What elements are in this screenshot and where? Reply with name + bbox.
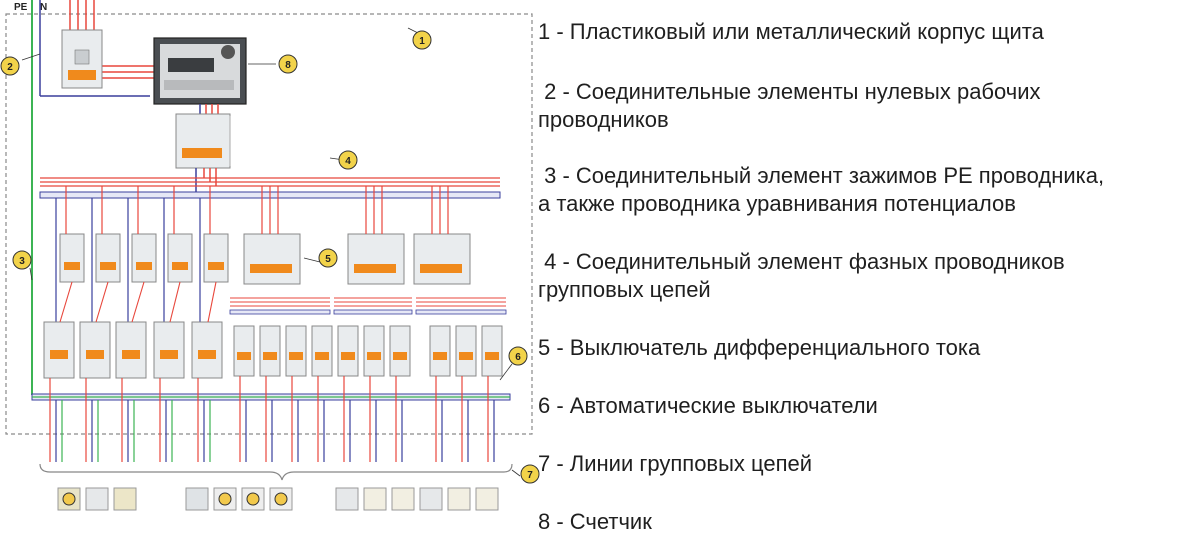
- legend-line: 7 - Линии групповых цепей: [538, 451, 813, 476]
- legend-item-5: 5 - Выключатель дифференциального тока: [538, 334, 980, 362]
- legend-item-7: 7 - Линии групповых цепей: [538, 450, 812, 478]
- lower-breakers: [43, 321, 503, 379]
- legend-item-3: 3 - Соединительный элемент зажимов PE пр…: [538, 162, 1104, 218]
- callout-number: 7: [527, 470, 533, 481]
- cabinet-frame: [5, 13, 533, 435]
- callout-circle: [0, 56, 20, 76]
- legend-item-4: 4 - Соединительный элемент фазных провод…: [538, 248, 1065, 304]
- callout-number: 4: [345, 156, 351, 167]
- callout-circle: [338, 150, 358, 170]
- group-neutral-buses: [229, 309, 507, 315]
- group-rcds: [243, 233, 471, 285]
- callout-circle: [412, 30, 432, 50]
- meter-to-rcd-wires: [199, 104, 219, 114]
- legend-line: 3 - Соединительный элемент зажимов PE пр…: [538, 163, 1105, 188]
- callout-circle: [278, 54, 298, 74]
- callout-circle: [520, 464, 540, 484]
- incoming-phases: [69, 0, 155, 79]
- legend-line: групповых цепей: [538, 277, 711, 302]
- legend-line: 8 - Счетчик: [538, 509, 652, 534]
- group-lines-brace: [39, 463, 513, 481]
- wiring-diagram: PE N: [0, 0, 540, 511]
- callout-number: 3: [19, 256, 25, 267]
- pe-label: PE: [14, 2, 28, 13]
- callout-number: 8: [285, 60, 291, 71]
- main-rcd: [175, 113, 231, 169]
- electricity-meter: [153, 37, 247, 105]
- main-breaker: [61, 29, 103, 89]
- legend-line: 4 - Соединительный элемент фазных провод…: [538, 249, 1065, 274]
- outgoing-lines: [49, 376, 495, 462]
- callout-leaders: [21, 27, 521, 477]
- callout-number: 1: [419, 36, 425, 47]
- group-phase-buses: [230, 297, 506, 307]
- legend-item-2: 2 - Соединительные элементы нулевых рабо…: [538, 78, 1041, 134]
- callout-number: 2: [7, 62, 13, 73]
- legend-item-6: 6 - Автоматические выключатели: [538, 392, 878, 420]
- wires-to-group-rcds: [261, 186, 449, 234]
- phase-busbars: [40, 177, 500, 187]
- callout-circle: [318, 248, 338, 268]
- callout-number: 5: [325, 254, 331, 265]
- legend: 1 - Пластиковый или металлический корпус…: [538, 0, 1200, 537]
- callout-circle: [508, 346, 528, 366]
- legend-line: 1 - Пластиковый или металлический корпус…: [538, 19, 1044, 44]
- upper-breakers: [59, 233, 229, 283]
- load-icons: [57, 487, 499, 511]
- callout-circle: [12, 250, 32, 270]
- legend-line: 6 - Автоматические выключатели: [538, 393, 878, 418]
- legend-line: проводников: [538, 107, 669, 132]
- legend-item-1: 1 - Пластиковый или металлический корпус…: [538, 18, 1044, 46]
- legend-item-8: 8 - Счетчик: [538, 508, 652, 536]
- legend-line: а также проводника уравнивания потенциал…: [538, 191, 1016, 216]
- legend-line: 5 - Выключатель дифференциального тока: [538, 335, 981, 360]
- upper-to-lower-wires: [59, 281, 217, 323]
- n-label: N: [40, 2, 47, 13]
- feeders-upper: [55, 186, 211, 330]
- callout-number: 6: [515, 352, 521, 363]
- legend-line: 2 - Соединительные элементы нулевых рабо…: [538, 79, 1041, 104]
